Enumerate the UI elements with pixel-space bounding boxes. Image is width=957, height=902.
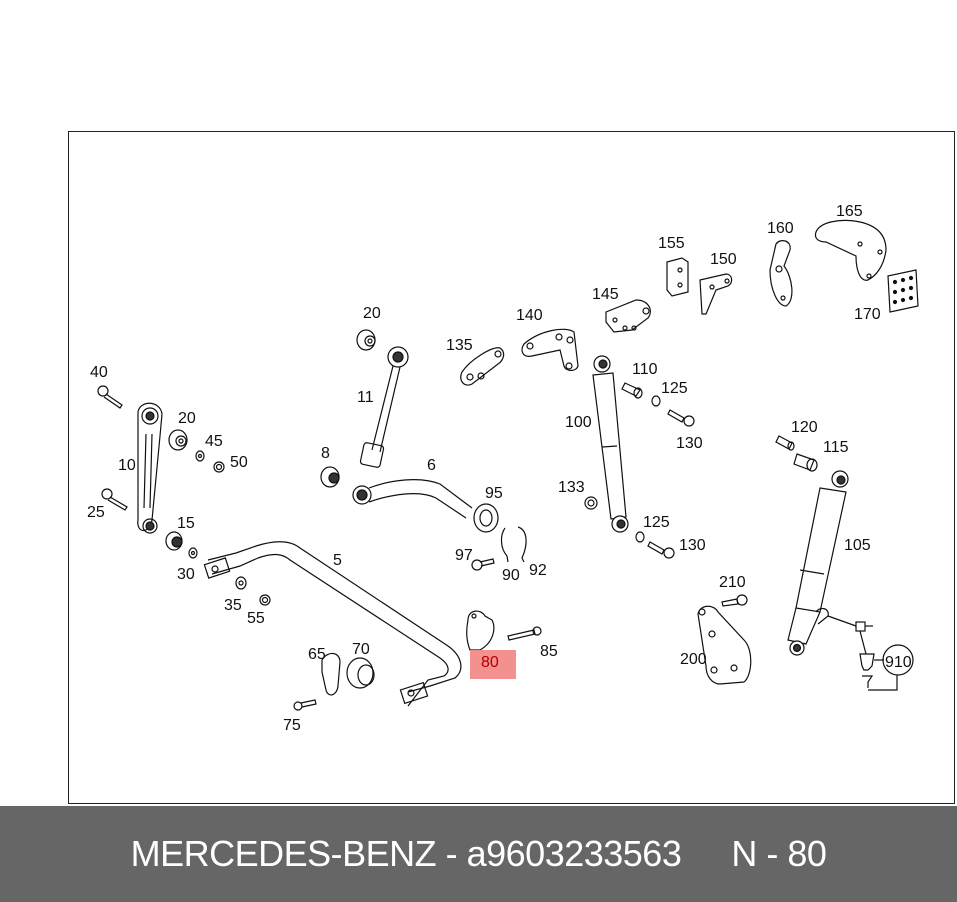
callout-label-6: 6 [427, 457, 436, 474]
callout-label-133: 133 [558, 479, 585, 496]
callout-label-45: 45 [205, 433, 223, 450]
callout-label-130: 130 [676, 435, 703, 452]
callout-label-155: 155 [658, 235, 685, 252]
callout-label-120: 120 [791, 419, 818, 436]
bolt-97-icon [471, 558, 495, 571]
bracket-160-icon [769, 240, 793, 307]
bracket-165-icon [814, 219, 887, 281]
callout-label-20: 20 [178, 410, 196, 427]
callout-label-105: 105 [844, 537, 871, 554]
callout-label-25: 25 [87, 504, 105, 521]
sleeve-115-icon [793, 453, 818, 472]
bolt-85-icon [507, 626, 542, 641]
callout-label-97: 97 [455, 547, 473, 564]
sleeve-110-icon [621, 382, 643, 399]
callout-label-160: 160 [767, 220, 794, 237]
callout-label-115: 115 [823, 439, 849, 456]
clamp-92-icon [517, 526, 527, 563]
washer-125b-icon [635, 531, 645, 543]
callout-label-80-highlighted[interactable]: 80 [481, 654, 499, 671]
bolt-130b-icon [647, 541, 675, 559]
bushing-20-icon [168, 429, 188, 451]
callout-label-150: 150 [710, 251, 737, 268]
sleeve-120-icon [775, 435, 795, 451]
block-155-icon [666, 257, 689, 297]
bushing-15-icon [165, 531, 183, 551]
bolt-25-icon [101, 488, 128, 511]
callout-label-170: 170 [854, 306, 881, 323]
callout-label-92: 92 [529, 562, 547, 579]
stabilizer-bar-5-icon [203, 541, 462, 707]
callout-label-85: 85 [540, 643, 558, 660]
callout-label-135: 135 [446, 337, 473, 354]
callout-label-75: 75 [283, 717, 301, 734]
washer-45-icon [195, 450, 205, 462]
callout-label-110: 110 [632, 361, 658, 378]
callout-label-165: 165 [836, 203, 863, 220]
footer-caption: MERCEDES-BENZ - a9603233563 N - 80 [0, 806, 957, 902]
plate-170-icon [887, 269, 919, 313]
nut-133-icon [584, 496, 598, 510]
callout-label-20: 20 [363, 305, 381, 322]
callout-label-200: 200 [680, 651, 707, 668]
bracket-80-icon [466, 610, 495, 651]
shock-absorber-105-icon [787, 470, 849, 656]
bolt-130a-icon [667, 409, 695, 427]
callout-label-140: 140 [516, 307, 543, 324]
callout-label-50: 50 [230, 454, 248, 471]
callout-label-145: 145 [592, 286, 619, 303]
bracket-135-icon [460, 347, 505, 386]
callout-label-95: 95 [485, 485, 503, 502]
bushing-8-icon [320, 466, 340, 488]
bolt-210-icon [721, 594, 748, 607]
link-arm-10-icon [137, 402, 163, 534]
highlight-box-80[interactable] [470, 650, 516, 679]
bushing-20b-icon [356, 329, 376, 351]
part-number: a9603233563 [466, 833, 682, 874]
callout-label-210: 210 [719, 574, 746, 591]
callout-label-910: 910 [885, 654, 912, 671]
bracket-200-icon [697, 605, 752, 685]
bolt-75-icon [293, 699, 317, 711]
callout-label-5: 5 [333, 552, 342, 569]
callout-label-35: 35 [224, 597, 242, 614]
callout-label-90: 90 [502, 567, 520, 584]
callout-label-30: 30 [177, 566, 195, 583]
washer-35-icon [235, 576, 247, 590]
sensor-910-icon [827, 615, 914, 691]
washer-95-icon [473, 503, 499, 533]
callout-label-125: 125 [643, 514, 670, 531]
callout-label-15: 15 [177, 515, 195, 532]
link-11-icon [359, 346, 409, 468]
callout-label-40: 40 [90, 364, 108, 381]
link-6-icon [352, 479, 473, 519]
callout-label-70: 70 [352, 641, 370, 658]
callout-label-10: 10 [118, 457, 136, 474]
diagram-position: N - 80 [731, 833, 827, 874]
callout-label-11: 11 [357, 389, 374, 406]
callout-label-100: 100 [565, 414, 592, 431]
clamp-65-icon [321, 652, 341, 696]
clamp-90-icon [500, 527, 509, 563]
bolt-40-icon [97, 385, 123, 409]
footer-bar: MERCEDES-BENZ - a9603233563 N - 80 [0, 806, 957, 902]
brand-name: MERCEDES-BENZ [130, 833, 437, 874]
bracket-150-icon [699, 273, 733, 315]
washer-30-icon [188, 547, 198, 559]
nut-55-icon [259, 594, 271, 606]
bushing-70-icon [346, 657, 375, 689]
separator: - [436, 833, 467, 874]
bracket-140-icon [521, 328, 579, 372]
washer-125a-icon [651, 395, 661, 407]
nut-50-icon [213, 461, 225, 473]
callout-label-8: 8 [321, 445, 330, 462]
callout-label-125: 125 [661, 380, 688, 397]
callout-label-65: 65 [308, 646, 326, 663]
callout-label-55: 55 [247, 610, 265, 627]
shock-absorber-100-icon [592, 355, 629, 533]
callout-label-130: 130 [679, 537, 706, 554]
bracket-145-icon [605, 299, 651, 333]
